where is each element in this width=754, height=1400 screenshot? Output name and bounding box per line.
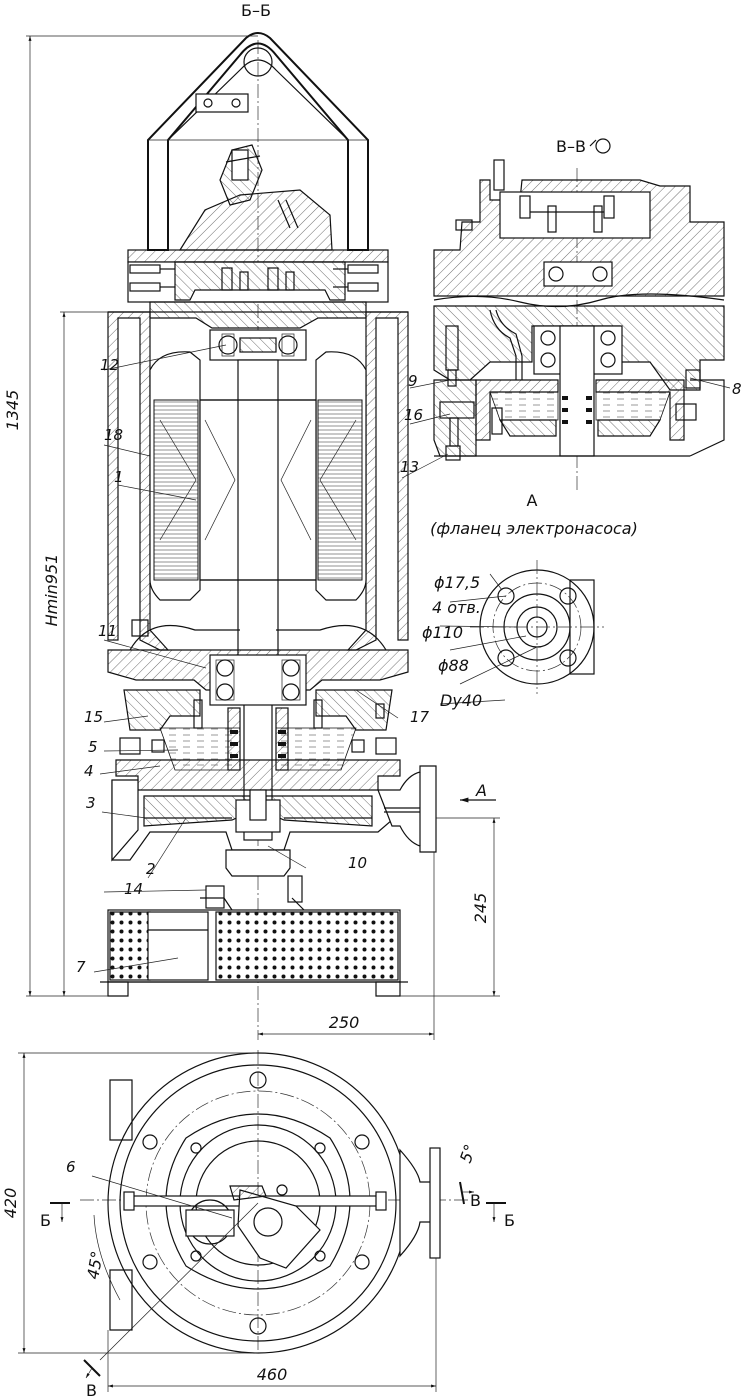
dim-depth-plan: 420 (1, 1188, 20, 1219)
part-label-1: 1 (114, 468, 124, 486)
dim-overall-height: 1345 (3, 390, 22, 431)
marker-b-right: Б (504, 1211, 515, 1230)
flange-bore: ϕ88 (438, 656, 469, 675)
dimension-lines (26, 35, 500, 1040)
dim-angle-45: 45° (83, 1249, 107, 1280)
part-label-14: 14 (124, 880, 143, 898)
part-label-5: 5 (88, 738, 98, 756)
marker-b-left: Б (40, 1211, 51, 1230)
flange-view-a (439, 560, 604, 694)
part-label-6: 6 (66, 1158, 76, 1176)
view-a-caption: (фланец электронасоса) (430, 519, 638, 538)
part-label-16: 16 (404, 406, 423, 424)
part-label-15: 15 (84, 708, 103, 726)
plan-view (18, 1050, 506, 1392)
dim-inlet-height: 245 (471, 893, 490, 924)
part-label-17: 17 (410, 708, 430, 726)
part-label-10: 10 (348, 854, 367, 872)
part-label-4: 4 (84, 762, 94, 780)
dim-outlet-offset: 250 (329, 1013, 360, 1032)
dim-width-plan: 460 (257, 1365, 288, 1384)
part-label-8: 8 (732, 380, 742, 398)
flange-holes-text: 4 отв. (432, 598, 481, 617)
flange-hole-dia: ϕ17,5 (434, 573, 480, 592)
marker-v-right: В (470, 1191, 481, 1210)
dim-angle-5: 5° (456, 1142, 480, 1166)
part-label-12: 12 (100, 356, 119, 374)
section-vv-title: В–В (556, 137, 586, 156)
part-label-2: 2 (146, 860, 156, 878)
marker-v-bottom: В (86, 1381, 97, 1400)
part-label-7: 7 (76, 958, 86, 976)
dim-h-min: Hmin951 (42, 554, 61, 627)
part-label-11: 11 (98, 622, 117, 640)
section-vv-view (433, 138, 725, 490)
part-label-13: 13 (400, 458, 419, 476)
part-label-9: 9 (408, 372, 418, 390)
flange-bolt-circle: ϕ110 (422, 623, 463, 642)
part-label-18: 18 (104, 426, 123, 444)
part-label-3: 3 (86, 794, 96, 812)
section-bb-title: Б–Б (241, 1, 271, 20)
marker-arrow-a: А (475, 781, 487, 800)
flange-nominal: Dy40 (440, 691, 482, 710)
leader-lines (91, 344, 731, 1219)
view-a-title: А (527, 491, 538, 510)
section-bb-view (100, 32, 437, 1040)
